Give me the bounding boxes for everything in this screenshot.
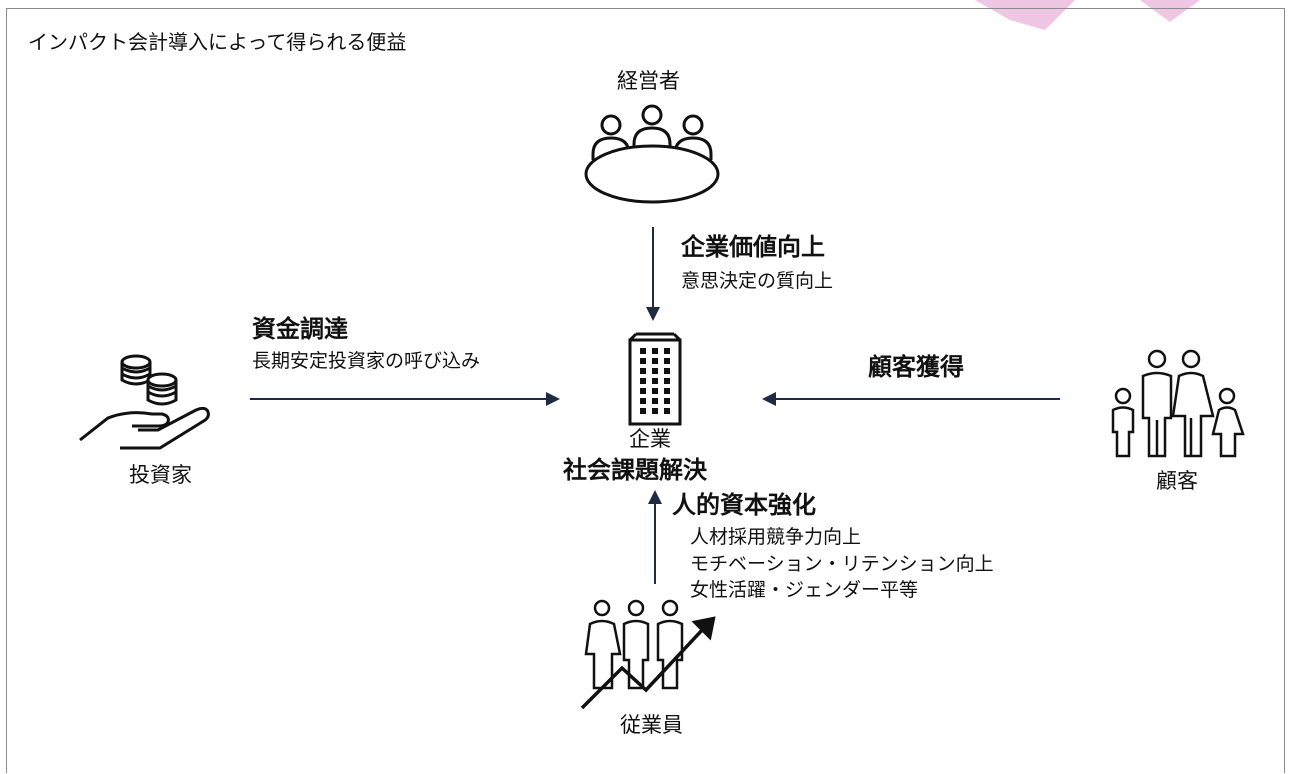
building-window <box>652 388 658 394</box>
building-window <box>664 368 670 374</box>
building-window <box>640 398 646 404</box>
employee-benefit-line-3: 女性活躍・ジェンダー平等 <box>690 579 919 601</box>
diagram-title: インパクト会計導入によって得られる便益 <box>28 30 407 54</box>
building-window <box>640 388 646 394</box>
building-window <box>652 368 658 374</box>
company-label: 企業 <box>629 427 671 451</box>
building-window <box>664 388 670 394</box>
arrow-investor-to-company <box>250 392 560 406</box>
building-window <box>652 358 658 364</box>
company-outcome: 社会課題解決 <box>563 456 707 484</box>
employees-growth-icon <box>580 599 716 710</box>
coins-hand-icon <box>79 354 210 450</box>
building-window <box>664 348 670 354</box>
building-window <box>652 398 658 404</box>
arrow-employee-to-company <box>648 490 662 584</box>
employee-benefit-heading: 人的資本強化 <box>672 491 816 519</box>
building-window <box>640 358 646 364</box>
investor-benefit-heading: 資金調達 <box>252 315 348 343</box>
building-window <box>652 348 658 354</box>
management-benefit-heading: 企業価値向上 <box>681 233 825 261</box>
office-building-icon <box>628 332 682 426</box>
customer-benefit-heading: 顧客獲得 <box>868 353 964 381</box>
building-window <box>640 378 646 384</box>
building-window <box>640 348 646 354</box>
family-icon <box>1111 349 1245 458</box>
arrow-customer-to-company <box>762 392 1060 406</box>
diagram-frame <box>6 8 1285 773</box>
building-window <box>664 378 670 384</box>
arrow-management-to-company <box>646 227 660 321</box>
building-window <box>664 408 670 414</box>
employee-benefit-line-2: モチベーション・リテンション向上 <box>690 553 994 575</box>
management-benefit-line: 意思決定の質向上 <box>681 270 834 292</box>
building-window <box>652 378 658 384</box>
building-window <box>664 398 670 404</box>
meeting-table-icon <box>584 104 720 204</box>
investor-label: 投資家 <box>129 463 192 487</box>
building-window <box>640 368 646 374</box>
building-window <box>664 358 670 364</box>
employee-benefit-line-1: 人材採用競争力向上 <box>690 526 862 548</box>
customer-label: 顧客 <box>1156 469 1198 493</box>
employee-label: 従業員 <box>620 713 683 737</box>
building-window <box>652 408 658 414</box>
management-label: 経営者 <box>617 69 680 93</box>
investor-benefit-line: 長期安定投資家の呼び込み <box>252 350 481 372</box>
building-window <box>640 408 646 414</box>
